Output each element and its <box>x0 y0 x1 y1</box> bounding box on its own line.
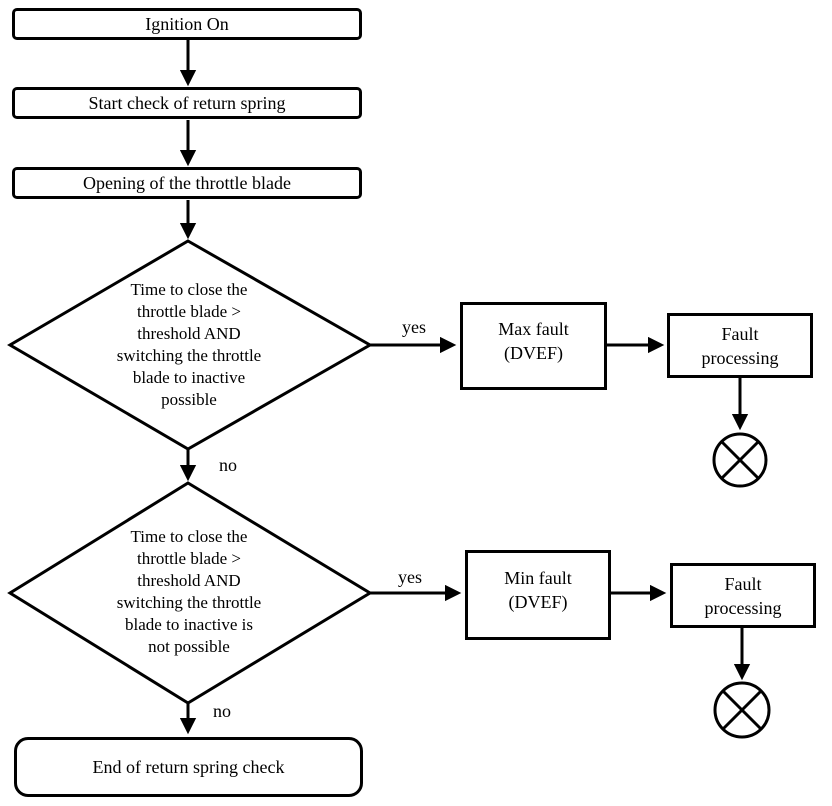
node-end-check: End of return spring check <box>14 737 363 797</box>
node-max-fault: Max fault (DVEF) <box>460 302 607 390</box>
decision2-label: Time to close the throttle blade > thres… <box>116 527 262 656</box>
edge-label-no-2: no <box>213 701 231 721</box>
edge-label-yes-2: yes <box>398 567 422 587</box>
node-fault-processing-2: Fault processing <box>670 563 816 628</box>
edge-label-yes-1: yes <box>402 317 426 337</box>
node-min-fault: Min fault (DVEF) <box>465 550 611 640</box>
node-fault-processing-1: Fault processing <box>667 313 813 378</box>
node-ignition-on: Ignition On <box>12 8 362 40</box>
node-opening-blade: Opening of the throttle blade <box>12 167 362 199</box>
decision1-label: Time to close the throttle blade > thres… <box>116 280 262 409</box>
terminator1-crossed-circle-icon <box>712 432 768 488</box>
terminator2-crossed-circle-icon <box>713 681 771 739</box>
edge-label-no-1: no <box>219 455 237 475</box>
node-start-check: Start check of return spring <box>12 87 362 119</box>
